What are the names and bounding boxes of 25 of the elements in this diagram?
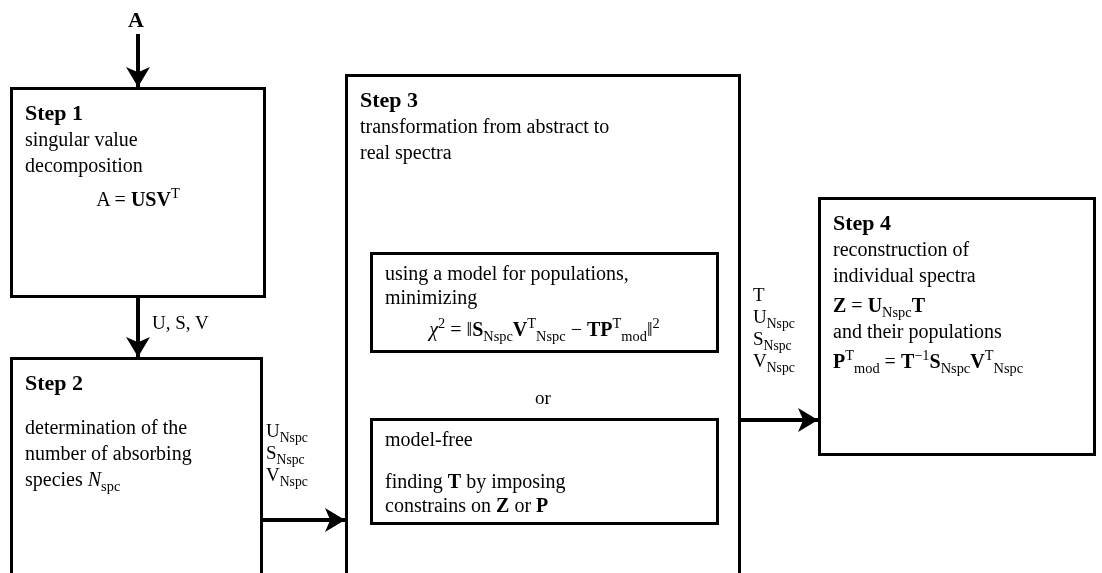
description-text: singular value decomposition: [25, 127, 144, 179]
method-box: [370, 252, 719, 353]
step-box: [818, 197, 1096, 456]
step-box: [10, 87, 266, 298]
step-box: [345, 74, 741, 573]
description-text: reconstruction of individual spectra: [833, 237, 977, 289]
step-heading: Step 1: [25, 100, 85, 127]
description-text: finding T by imposing constrains on Z or P: [385, 469, 567, 517]
description-text: model-free: [385, 427, 474, 451]
description-text: and their populations: [833, 320, 1003, 345]
step-heading: Step 3: [360, 87, 420, 114]
description-text: transformation from abstract to real spectra: [360, 114, 611, 166]
arrow: [126, 34, 150, 87]
description-text: using a model for populations, minimizing: [385, 261, 630, 309]
step-box: [10, 357, 263, 573]
or-text: or: [534, 387, 552, 409]
step-heading: Step 4: [833, 210, 893, 237]
formula: Z = U$_{Nspc}$T: [833, 293, 926, 319]
method-box: [370, 418, 719, 525]
arrow: [126, 298, 150, 357]
arrow: [263, 508, 345, 532]
step-heading: Step 2: [25, 370, 85, 397]
formula: A = USV$^{T}$: [95, 186, 181, 213]
description-text: determination of the number of absorbing species N$_{spc}$: [25, 415, 193, 493]
arrow: [741, 408, 818, 432]
